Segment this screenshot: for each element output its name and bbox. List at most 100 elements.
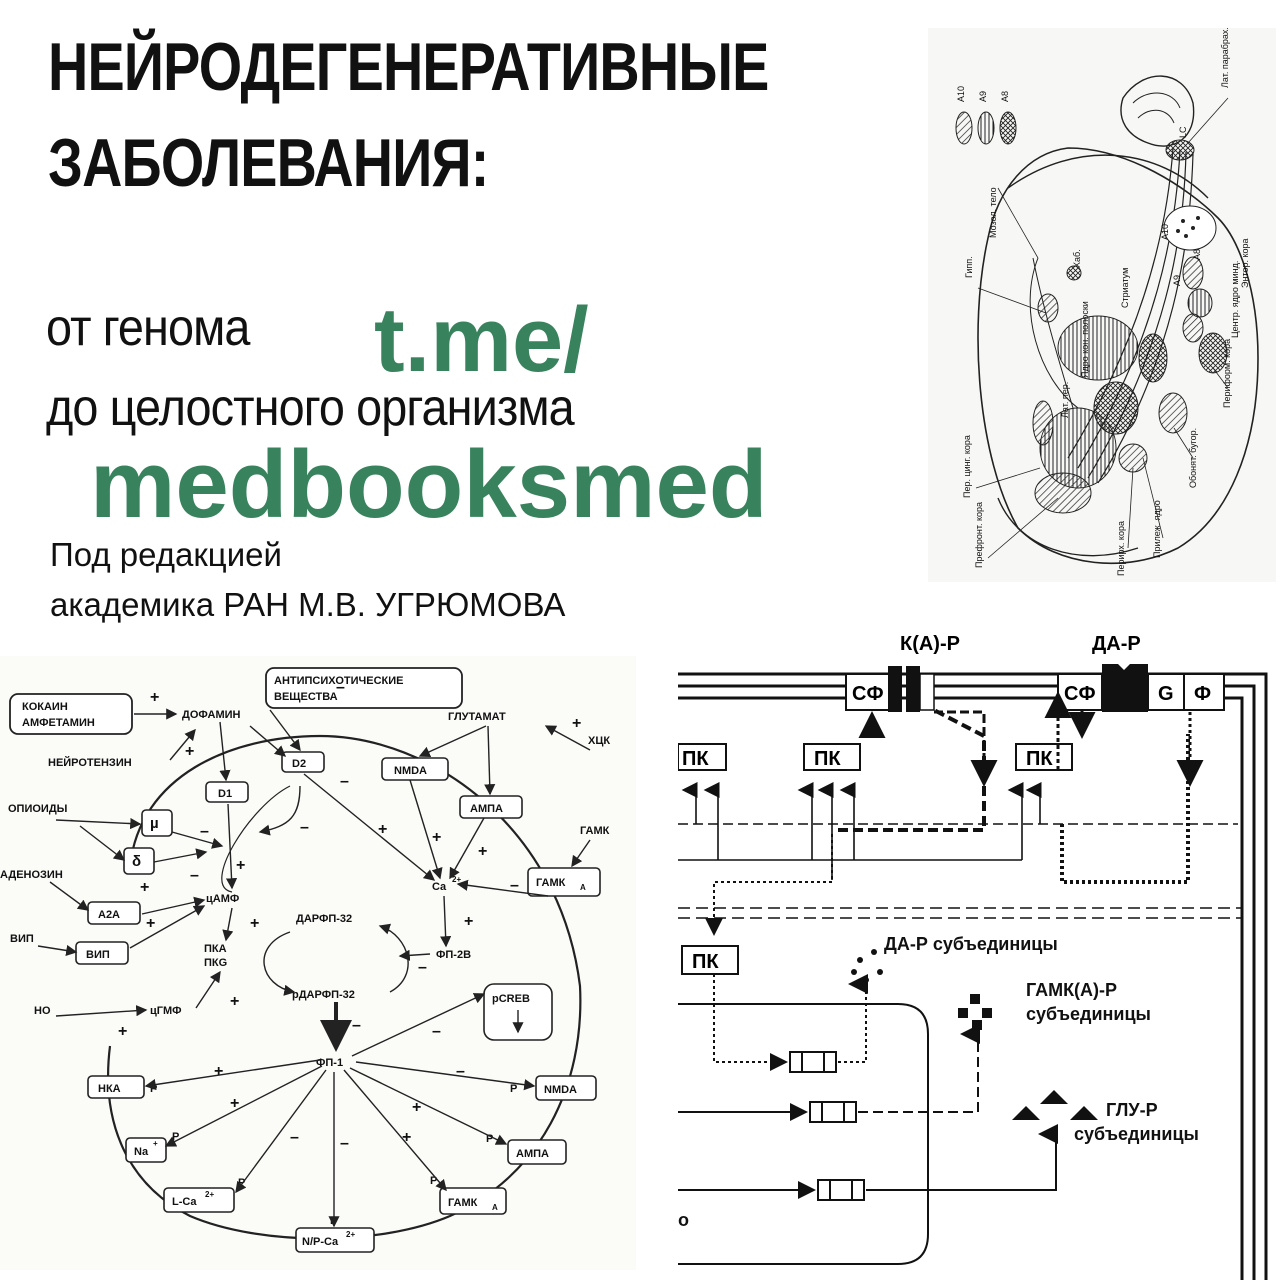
sign-18: – — [418, 959, 427, 976]
sign-26: – — [340, 1135, 349, 1152]
sign-5: – — [340, 773, 349, 790]
node-mu: µ — [150, 815, 159, 832]
label-yadro-kon: Ядро кон. полоски — [1080, 301, 1090, 378]
label-lc: LC — [1178, 126, 1188, 138]
node-glutamate: ГЛУТАМАТ — [448, 711, 506, 723]
node-nmda-bot: NMDA — [544, 1084, 577, 1096]
legend-a10-label: A10 — [956, 86, 966, 102]
node-pka: ПКА — [204, 943, 227, 955]
sign-27: + — [402, 1129, 411, 1146]
label-gaba-sub-2: субъединицы — [1026, 1004, 1151, 1024]
node-cgmp: цГМФ — [150, 1005, 182, 1017]
title-line-2: ЗАБОЛЕВАНИЯ: — [48, 125, 489, 201]
sign-11: + — [146, 915, 155, 932]
sign-23: + — [214, 1063, 223, 1080]
watermark-line-2[interactable]: medbooksmed — [90, 431, 768, 538]
brain-diagram: A10 A9 A8 Лат. парабрах. ядро LC Мозол. … — [928, 28, 1276, 582]
legend-a9-label: A9 — [978, 91, 988, 102]
p-gabaa: P — [430, 1175, 437, 1187]
sign-22: – — [432, 1023, 441, 1040]
node-gabaa-bot: ГАМК — [448, 1197, 478, 1209]
label-perirh: Перирх. кора — [1116, 521, 1126, 576]
node-ampa-bot: АМПА — [516, 1148, 549, 1160]
p-ampa: P — [486, 1133, 493, 1145]
sign-10: + — [140, 879, 149, 896]
sign-12: + — [250, 915, 259, 932]
label-gaba-sub-1: ГАМК(А)-Р — [1026, 980, 1117, 1000]
label-sf-2: СФ — [1064, 683, 1096, 705]
sign-4: – — [336, 679, 345, 696]
node-pp1: ФП-1 — [316, 1057, 343, 1069]
label-per-cing: Пер. цинг. кора — [962, 435, 972, 498]
node-lca: L-Ca — [172, 1196, 197, 1208]
sign-28: + — [412, 1099, 421, 1116]
node-darpp: ДАРФП-32 — [296, 913, 352, 925]
subtitle-line-1: от генома — [46, 299, 250, 357]
node-gabaa-top: ГАМК — [536, 877, 566, 889]
sign-1: + — [150, 689, 159, 706]
label-entor: Энтор. кора — [1240, 238, 1250, 288]
sign-7: – — [200, 823, 209, 840]
watermark-line-1[interactable]: t.me/ — [374, 289, 589, 391]
label-o: о — [678, 1210, 689, 1230]
label-prilezh: Прилеж. ядро — [1152, 500, 1162, 558]
node-ca: Ca — [432, 881, 447, 893]
signaling-diagram: КОКАИН АМФЕТАМИН АНТИПСИХОТИЧЕСКИЕ ВЕЩЕС… — [0, 656, 636, 1270]
node-npca-charge: 2+ — [346, 1230, 355, 1239]
sign-9: + — [236, 857, 245, 874]
legend-a8-swatch — [999, 111, 1017, 145]
label-glu-sub-2: субъединицы — [1074, 1124, 1199, 1144]
node-lca-charge: 2+ — [205, 1190, 214, 1199]
sign-3: + — [572, 715, 581, 732]
subtitle-line-2: до целостного организма — [46, 379, 575, 437]
node-hck: ХЦК — [588, 735, 610, 747]
node-na: Na — [134, 1146, 149, 1158]
sign-20: + — [118, 1023, 127, 1040]
node-npca: N/P-Ca — [302, 1236, 339, 1248]
editor-line-1: Под редакцией — [50, 536, 282, 573]
label-lat-para: Лат. парабрах. ядро — [1220, 28, 1230, 88]
pk-box-2: ПК — [814, 748, 841, 770]
sign-2: + — [185, 743, 194, 760]
pk-box-3: ПК — [1026, 748, 1053, 770]
sign-15: + — [478, 843, 487, 860]
label-sf-1: СФ — [852, 683, 884, 705]
node-vip-box: ВИП — [86, 949, 110, 961]
label-lat-per: Лат. пер. — [1060, 382, 1070, 418]
node-ca-charge: 2+ — [452, 875, 461, 884]
node-nka: НКА — [98, 1083, 121, 1095]
sign-6: – — [300, 819, 309, 836]
legend-a10-swatch — [955, 111, 973, 145]
node-gaba: ГАМК — [580, 825, 610, 837]
label-da-r: ДА-Р — [1092, 633, 1141, 655]
p-nmda: P — [510, 1083, 517, 1095]
node-vip-label: ВИП — [10, 933, 34, 945]
label-g: G — [1158, 683, 1174, 705]
node-pdarpp: рДАРФП-32 — [292, 989, 355, 1001]
label-striatum: Стриатум — [1120, 268, 1130, 308]
label-centr: Центр. ядро минд. — [1230, 261, 1240, 338]
node-cocaine-2: АМФЕТАМИН — [22, 717, 95, 729]
node-na-charge: + — [153, 1139, 158, 1148]
sign-8: – — [190, 867, 199, 884]
node-ampa-top: АМПА — [470, 803, 503, 815]
node-d2: D2 — [292, 758, 306, 770]
legend-a8-label: A8 — [1000, 91, 1010, 102]
pk-box-4: ПК — [692, 951, 719, 973]
sign-16: – — [510, 877, 519, 894]
node-pp2b: ФП-2В — [436, 949, 471, 961]
title-line-1: НЕЙРОДЕГЕНЕРАТИВНЫЕ — [48, 29, 769, 105]
sign-21: – — [352, 1017, 361, 1034]
node-opioids: ОПИОИДЫ — [8, 803, 68, 815]
label-gipp: Гипп. — [964, 256, 974, 278]
node-a2a: A2A — [98, 909, 120, 921]
receptor-diagram: СФ К(А)-Р СФ G Ф ДА-Р ПК ПК ПК ПК — [678, 624, 1280, 1280]
sign-13: + — [378, 821, 387, 838]
node-cocaine-1: КОКАИН — [22, 701, 68, 713]
label-glu-sub-1: ГЛУ-Р — [1106, 1100, 1158, 1120]
label-gaba-r: К(А)-Р — [900, 633, 960, 655]
node-antipsy-1: АНТИПСИХОТИЧЕСКИЕ — [274, 675, 403, 687]
label-hab: Хаб. — [1072, 249, 1082, 268]
node-no: НО — [34, 1005, 51, 1017]
node-camp: цАМФ — [206, 893, 239, 905]
